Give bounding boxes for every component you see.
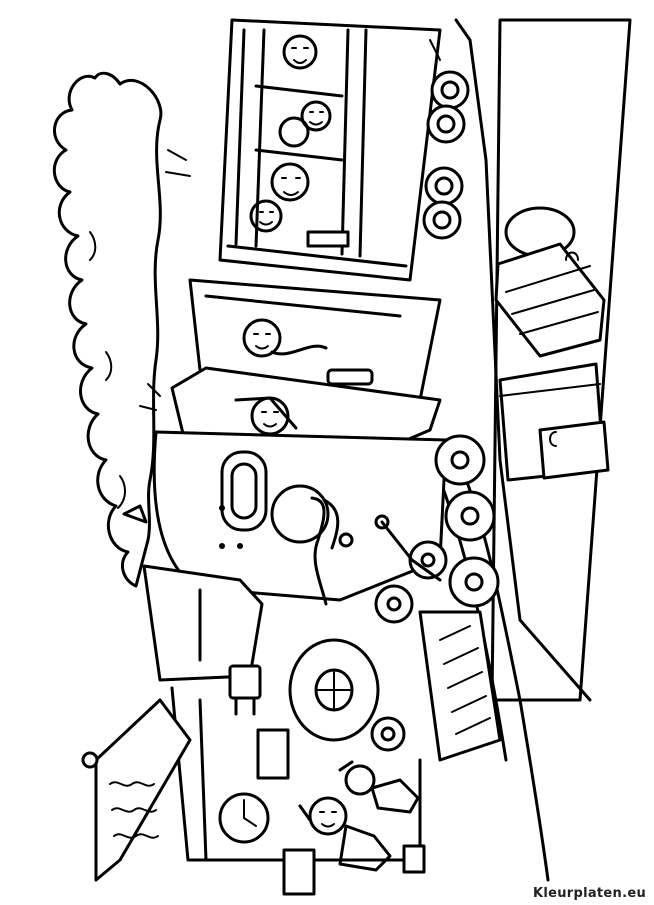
passengers bbox=[249, 34, 332, 233]
children-on-platform bbox=[298, 760, 426, 874]
steam-locomotive bbox=[122, 278, 502, 762]
motion-lines bbox=[139, 149, 191, 411]
station-building bbox=[81, 686, 422, 896]
smoke-cloud bbox=[52, 71, 163, 588]
luggage-pile bbox=[494, 206, 610, 482]
locomotive-wheels bbox=[338, 434, 500, 752]
passenger-carriage bbox=[218, 18, 470, 282]
site-watermark: Kleurplaten.eu bbox=[532, 886, 646, 901]
carriage-wheels bbox=[422, 70, 470, 240]
